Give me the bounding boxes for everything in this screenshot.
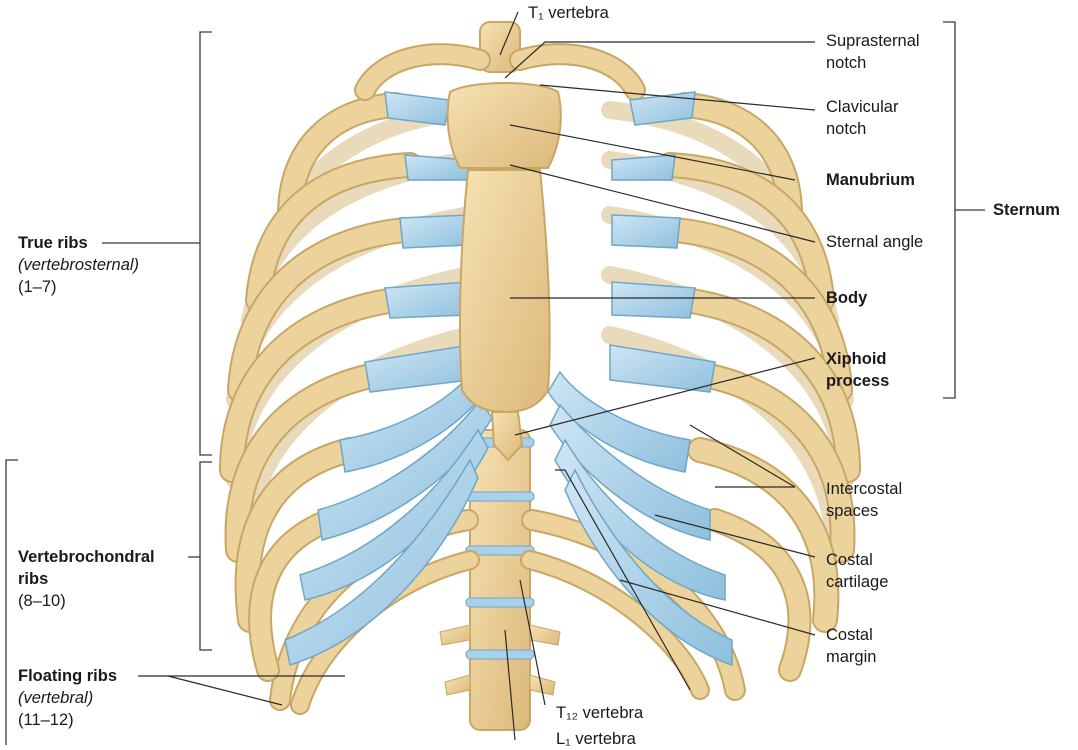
label-clavicular-notch-line1: Clavicular [826,98,899,116]
label-vertebrochondral-ribs: Vertebrochondral ribs (8–10) [18,546,155,612]
label-costal-margin-line2: margin [826,648,877,666]
label-floating-ribs-title: Floating ribs [18,667,117,685]
label-true-ribs-title: True ribs [18,234,88,252]
label-costal-cartilage-line2: cartilage [826,573,889,591]
label-xiphoid-process-line2: process [826,372,890,390]
label-floating-ribs: Floating ribs (vertebral) (11–12) [18,665,117,731]
label-costal-margin: Costal margin [826,624,876,668]
label-t12-vertebra: T₁₂ vertebra [556,704,644,722]
label-true-ribs-range: (1–7) [18,278,57,296]
label-vertebrochondral-ribs-title-line2: ribs [18,570,49,588]
label-sternum: Sternum [993,201,1060,219]
label-xiphoid-process-line1: Xiphoid [826,350,887,368]
label-clavicular-notch: Clavicular notch [826,96,898,140]
label-xiphoid-process: Xiphoid process [826,348,889,392]
label-l1-vertebra: L₁ vertebra [556,730,636,748]
label-manubrium: Manubrium [826,171,915,189]
label-true-ribs: True ribs (vertebrosternal) (1–7) [18,232,139,298]
label-vertebrochondral-ribs-range: (8–10) [18,592,66,610]
leader-lines [138,11,816,741]
label-suprasternal-notch-line2: notch [826,54,867,72]
label-floating-ribs-range: (11–12) [18,711,74,729]
anterior-ribs [219,43,861,682]
label-costal-cartilage-line1: Costal [826,551,873,569]
label-true-ribs-subtitle: (vertebrosternal) [18,256,140,274]
label-costal-cartilage: Costal cartilage [826,549,888,593]
brackets [5,21,985,745]
label-vertebrochondral-ribs-title-line1: Vertebrochondral [18,548,155,566]
label-intercostal-spaces-line1: Intercostal [826,480,903,498]
label-clavicular-notch-line2: notch [826,120,867,138]
costal-cartilages [284,91,733,667]
sternum [446,82,562,462]
label-floating-ribs-subtitle: (vertebral) [18,689,94,707]
label-intercostal-spaces: Intercostal spaces [826,478,902,522]
label-sternal-angle: Sternal angle [826,233,924,251]
label-costal-margin-line1: Costal [826,626,873,644]
label-intercostal-spaces-line2: spaces [826,502,879,520]
label-body: Body [826,289,868,307]
label-suprasternal-notch: Suprasternal notch [826,30,920,74]
label-t1-vertebra: T₁ vertebra [528,4,609,22]
label-suprasternal-notch-line1: Suprasternal [826,32,920,50]
